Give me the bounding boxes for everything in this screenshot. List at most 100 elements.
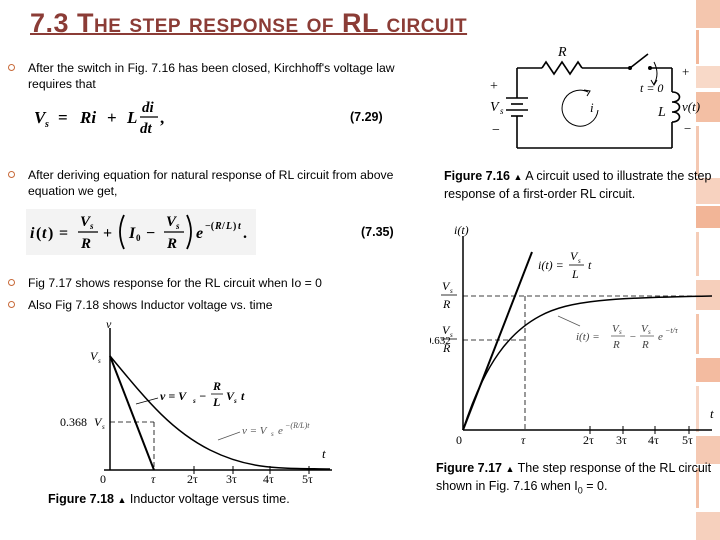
- x-tick-5tau: 5τ: [302, 472, 313, 486]
- svg-text:i(t) =: i(t) =: [576, 331, 600, 343]
- svg-text:0.368: 0.368: [60, 415, 87, 429]
- tangent-line: [109, 355, 155, 471]
- svg-text:R: R: [442, 341, 451, 355]
- svg-text:s: s: [450, 287, 453, 295]
- label-plus-v: +: [682, 64, 689, 79]
- label-plus-source: +: [490, 79, 498, 94]
- current-arrow: [561, 89, 599, 127]
- x-tick-3tau: 3τ: [616, 433, 627, 447]
- svg-text:t: t: [238, 221, 242, 232]
- x-tick-3tau: 3τ: [226, 472, 237, 486]
- svg-text:V: V: [442, 323, 451, 337]
- equation-7-29: V s = Ri + L di dt ,: [34, 98, 204, 143]
- label-Vs: V: [490, 100, 500, 115]
- svg-text:): ): [233, 221, 236, 232]
- x-tick-tau: τ: [521, 433, 526, 447]
- switch-symbol: [629, 53, 649, 69]
- x-axis-label: t: [710, 406, 714, 421]
- svg-text:t: t: [42, 225, 47, 242]
- svg-text:v = V: v = V: [242, 425, 268, 437]
- label-minus-v: −: [684, 121, 691, 136]
- svg-text:t: t: [588, 258, 592, 272]
- bullet-3-text: Fig 7.17 shows response for the RL circu…: [28, 276, 322, 290]
- svg-text:s: s: [578, 257, 581, 265]
- svg-text:V: V: [570, 249, 579, 263]
- label-R: R: [557, 45, 567, 60]
- svg-text:V: V: [166, 214, 178, 230]
- svg-text:V: V: [34, 108, 47, 127]
- bullet-3: Fig 7.17 shows response for the RL circu…: [8, 275, 428, 291]
- svg-text:e: e: [196, 225, 203, 242]
- svg-text:.: .: [243, 225, 247, 242]
- svg-text:di: di: [142, 100, 155, 116]
- figure-7-16-circuit: R + V s − i t = 0 L + v(t) −: [472, 40, 702, 175]
- svg-text:−(R/L)t: −(R/L)t: [285, 421, 310, 430]
- bullet-marker: [8, 279, 15, 286]
- svg-text:R: R: [166, 236, 177, 252]
- svg-text:−t/τ: −t/τ: [665, 326, 679, 335]
- svg-text:R: R: [641, 339, 649, 351]
- svg-text:s: s: [450, 331, 453, 339]
- svg-text:s: s: [648, 328, 651, 336]
- svg-text:L: L: [225, 221, 232, 232]
- svg-text:,: ,: [160, 108, 164, 127]
- response-curve: [462, 295, 713, 431]
- bullet-marker: [8, 171, 15, 178]
- x-tick-2tau: 2τ: [583, 433, 594, 447]
- x-tick-0: 0: [456, 433, 462, 447]
- svg-text:R: R: [212, 379, 221, 393]
- x-tick-4tau: 4τ: [263, 472, 274, 486]
- svg-text:L: L: [212, 395, 220, 409]
- svg-text:L: L: [571, 267, 579, 281]
- bullet-1-text: After the switch in Fig. 7.16 has been c…: [28, 61, 395, 91]
- svg-text:+: +: [107, 108, 117, 127]
- svg-text:−: −: [146, 225, 155, 242]
- svg-text:=: =: [59, 225, 68, 242]
- y-tick-0632-vs-over-r: Vs R 0.632: [426, 323, 457, 355]
- svg-text:V: V: [641, 323, 649, 335]
- svg-text:V: V: [612, 323, 620, 335]
- svg-text:e: e: [658, 331, 663, 343]
- svg-text:R: R: [442, 297, 451, 311]
- svg-text:I: I: [128, 225, 136, 242]
- svg-text:dt: dt: [140, 121, 153, 137]
- bullet-2: After deriving equation for natural resp…: [8, 167, 428, 199]
- svg-text:s: s: [102, 423, 105, 431]
- svg-text:R: R: [80, 236, 91, 252]
- svg-text:Ri: Ri: [79, 108, 96, 127]
- svg-text:s: s: [192, 397, 196, 405]
- bullet-4-text: Also Fig 7.18 shows Inductor voltage vs.…: [28, 298, 273, 312]
- svg-text:i(t) =: i(t) =: [538, 258, 564, 272]
- svg-text:e: e: [278, 425, 283, 437]
- svg-text:s: s: [44, 119, 49, 130]
- resistor-symbol: [541, 60, 583, 76]
- bullet-1: After the switch in Fig. 7.16 has been c…: [8, 60, 428, 92]
- figure-7-18-caption: Figure 7.18 ▲ Inductor voltage versus ti…: [48, 492, 290, 506]
- inductor-symbol: [671, 91, 681, 123]
- svg-text:s: s: [175, 221, 180, 231]
- svg-text:i: i: [30, 225, 35, 242]
- decay-curve: [109, 355, 331, 470]
- label-i: i: [590, 100, 594, 115]
- svg-text:): ): [48, 225, 53, 242]
- svg-text:V: V: [94, 415, 103, 429]
- x-tick-4tau: 4τ: [648, 433, 659, 447]
- bullet-marker: [8, 64, 15, 71]
- svg-text:−: −: [199, 389, 206, 403]
- x-tick-0: 0: [100, 472, 106, 486]
- decorative-side-strip: [696, 0, 720, 540]
- y-axis-label: i(t): [454, 223, 469, 237]
- equation-7-35: i ( t ) = V s R + I 0 − V s R e −( R / L…: [26, 209, 256, 260]
- svg-text:0.632: 0.632: [430, 335, 451, 347]
- svg-text:V: V: [80, 214, 92, 230]
- svg-text:s: s: [233, 397, 237, 405]
- y-axis-label: v: [106, 318, 112, 331]
- svg-text:R: R: [612, 339, 620, 351]
